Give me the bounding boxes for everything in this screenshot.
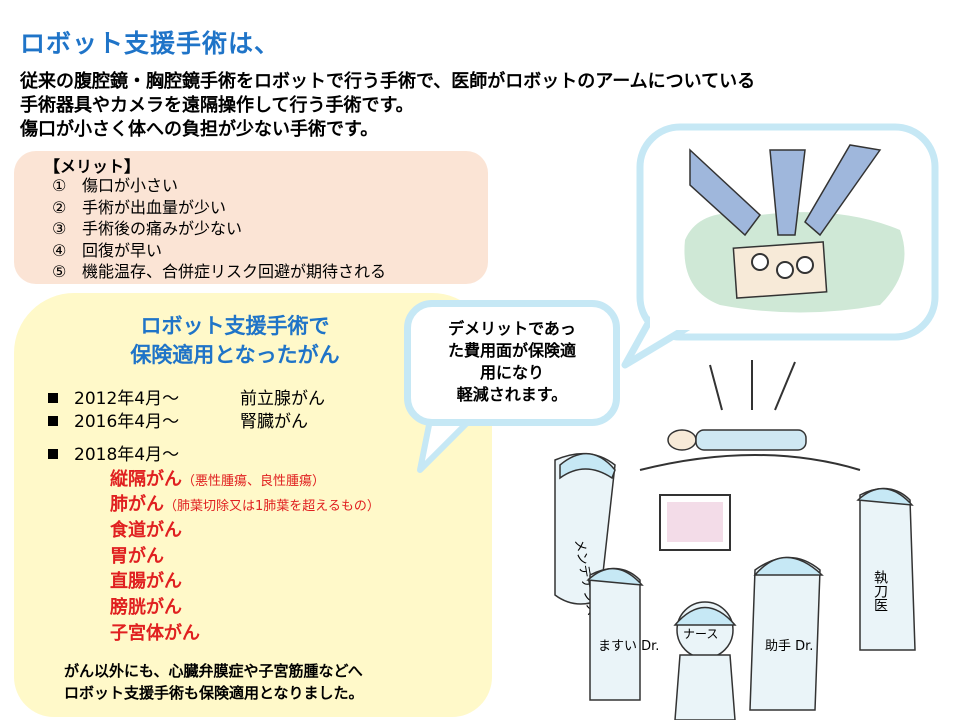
intro-line: 傷口が小さく体への負担が少ない手術です。 bbox=[20, 119, 379, 140]
page-title: ロボット支援手術は、 bbox=[20, 29, 281, 58]
entry-cancer: 腎臓がん bbox=[240, 412, 308, 432]
patient-figure bbox=[667, 429, 807, 451]
intro-text: 従来の腹腔鏡・胸腔鏡手術をロボットで行う手術で、医師がロボットのアームについてい… bbox=[20, 70, 755, 142]
merit-num: ① bbox=[52, 176, 67, 195]
merit-item: ④ 回復が早い bbox=[52, 240, 386, 262]
insurance-entry: 2012年4月～ 前立腺がん bbox=[48, 384, 325, 409]
insurance-title: ロボット支援手術で 保険適用となったがん bbox=[80, 312, 390, 370]
merit-text: 傷口が小さい bbox=[82, 176, 179, 195]
staff-assistant: 助手 Dr. bbox=[749, 556, 824, 711]
instruments-icon bbox=[709, 360, 796, 411]
intro-line: 従来の腹腔鏡・胸腔鏡手術をロボットで行う手術で、医師がロボットのアームについてい… bbox=[20, 71, 756, 92]
cancer-item: 直腸がん bbox=[110, 567, 182, 593]
cancer-name: 胃がん bbox=[110, 546, 164, 567]
monitor-icon bbox=[659, 494, 731, 551]
merit-item: ② 手術が出血量が少い bbox=[52, 197, 386, 219]
bubble-line: デメリットであっ bbox=[448, 319, 576, 338]
merit-heading: 【メリット】 bbox=[44, 157, 141, 176]
bullet-icon bbox=[48, 449, 58, 459]
cancer-name: 膀胱がん bbox=[110, 597, 182, 618]
merit-num: ② bbox=[52, 197, 67, 217]
entry-date: 2018年4月～ bbox=[74, 445, 180, 465]
cancer-note: （悪性腫瘍、良性腫瘍） bbox=[182, 474, 326, 489]
entry-date: 2016年4月～ bbox=[74, 412, 180, 432]
insurance-title-line: 保険適用となったがん bbox=[130, 343, 340, 367]
bubble-line: た費用面が保険適 bbox=[447, 341, 576, 360]
label-surgeon: 執刀医 bbox=[872, 570, 888, 612]
label-anesthesia: ますい Dr. bbox=[598, 639, 659, 654]
cancer-name: 直腸がん bbox=[110, 571, 182, 592]
merit-text: 機能温存、合併症リスク回避が期待される bbox=[82, 262, 387, 281]
insurance-title-line: ロボット支援手術で bbox=[140, 314, 330, 338]
robot-arm-bubble bbox=[621, 123, 939, 369]
staff-nurse: ナース bbox=[673, 601, 737, 720]
cancer-name: 子宮体がん bbox=[110, 623, 200, 644]
merit-num: ⑤ bbox=[52, 262, 67, 281]
entry-date: 2012年4月～ bbox=[74, 389, 180, 409]
merit-text: 回復が早い bbox=[82, 240, 163, 260]
cancer-item: 食道がん bbox=[110, 516, 182, 542]
staff-anesthesia: ますい Dr. bbox=[586, 567, 659, 701]
insurance-entry: 2016年4月～ 腎臓がん bbox=[48, 407, 308, 432]
cancer-name: 縦隔がん bbox=[110, 469, 182, 490]
cancer-name: 食道がん bbox=[110, 520, 182, 541]
intro-line: 手術器具やカメラを遠隔操作して行う手術です。 bbox=[20, 95, 414, 116]
demerit-bubble bbox=[404, 300, 620, 426]
merit-text: 手術後の痛みが少ない bbox=[82, 219, 243, 238]
footer-line: ロボット支援手術も保険適用となりました。 bbox=[64, 684, 364, 702]
cancer-item: 膀胱がん bbox=[110, 593, 182, 619]
cancer-item: 子宮体がん bbox=[110, 619, 200, 645]
bullet-icon bbox=[48, 416, 58, 426]
label-assistant: 助手 Dr. bbox=[765, 639, 813, 654]
merit-text: 手術が出血量が少い bbox=[82, 197, 227, 217]
cancer-item: 肺がん（肺葉切除又は1肺葉を超えるもの） bbox=[110, 490, 380, 516]
merit-item: ⑤ 機能温存、合併症リスク回避が期待される bbox=[52, 261, 386, 283]
merit-item: ① 傷口が小さい bbox=[52, 175, 386, 197]
bullet-icon bbox=[48, 393, 58, 403]
staff-surgeon: 執刀医 bbox=[856, 487, 916, 651]
insurance-footer: がん以外にも、心臓弁膜症や子宮筋腫などへ ロボット支援手術も保険適用となりました… bbox=[64, 660, 364, 704]
cancer-note: （肺葉切除又は1肺葉を超えるもの） bbox=[164, 499, 380, 514]
merit-num: ④ bbox=[52, 240, 67, 260]
label-nurse: ナース bbox=[683, 627, 718, 641]
bubble-line: 軽減されます。 bbox=[456, 385, 568, 404]
insurance-entry: 2018年4月～ bbox=[48, 440, 240, 465]
cancer-item: 胃がん bbox=[110, 542, 164, 568]
footer-line: がん以外にも、心臓弁膜症や子宮筋腫などへ bbox=[64, 662, 363, 680]
cancer-name: 肺がん bbox=[110, 494, 164, 515]
merit-num: ③ bbox=[52, 219, 67, 238]
bubble-line: 用になり bbox=[479, 363, 544, 382]
demerit-text: デメリットであっ た費用面が保険適 用になり 軽減されます。 bbox=[404, 318, 620, 406]
cancer-item: 縦隔がん（悪性腫瘍、良性腫瘍） bbox=[110, 465, 325, 491]
entry-cancer: 前立腺がん bbox=[240, 389, 325, 409]
merit-item: ③ 手術後の痛みが少ない bbox=[52, 218, 386, 240]
